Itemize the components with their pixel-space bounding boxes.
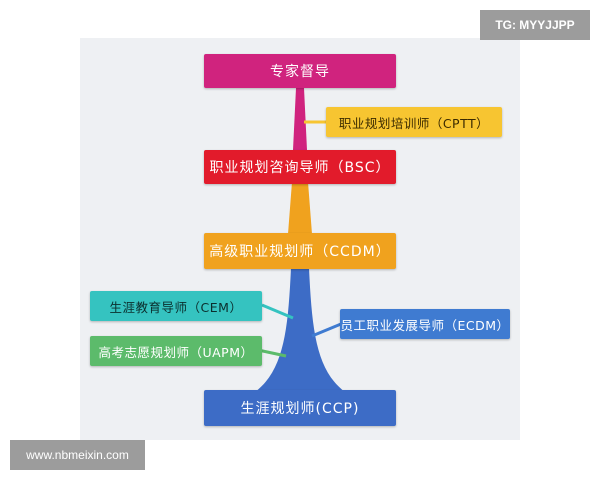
branch-cem: 生涯教育导师（CEM） <box>90 291 262 321</box>
connector-uapm <box>257 348 287 358</box>
level-bsc: 职业规划咨询导师（BSC） <box>204 150 396 184</box>
branch-ecdm: 员工职业发展导师（ECDM） <box>340 309 510 339</box>
watermark-telegram: TG: MYYJJPP <box>480 10 590 40</box>
stem-segment-blue <box>255 268 345 392</box>
stem-segment-orange <box>288 182 312 234</box>
level-ccp: 生涯规划师(CCP) <box>204 390 396 426</box>
branch-cptt: 职业规划培训师（CPTT） <box>326 107 502 137</box>
level-ccdm: 高级职业规划师（CCDM） <box>204 233 396 269</box>
connector-cem <box>261 303 294 320</box>
connector-ecdm <box>311 322 342 338</box>
stem-segment-magenta <box>293 88 307 150</box>
level-expert-supervisor: 专家督导 <box>204 54 396 88</box>
watermark-website: www.nbmeixin.com <box>10 440 145 470</box>
branch-uapm: 高考志愿规划师（UAPM） <box>90 336 262 366</box>
